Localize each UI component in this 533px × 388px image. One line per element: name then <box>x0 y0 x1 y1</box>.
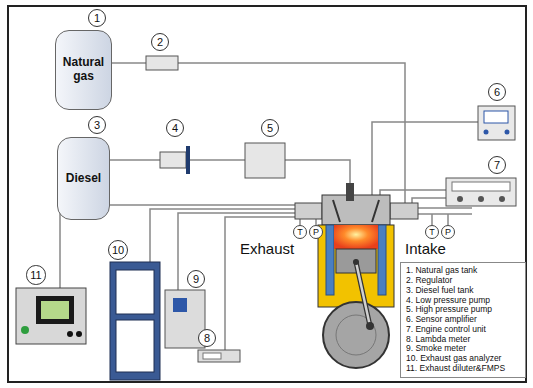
lambda-meter <box>198 350 240 362</box>
frame <box>8 6 526 382</box>
node-text: 11. Exhaust diluter&FMPS <box>406 364 505 374</box>
callout-number: 8 <box>198 329 216 347</box>
callout-number: 3 <box>88 116 106 134</box>
node-text: 9. Smoke meter <box>406 344 466 354</box>
node-text: 3. Diesel fuel tank <box>406 286 474 296</box>
node-text: 8. Lambda meter <box>406 335 470 345</box>
node-text: 5. High pressure pump <box>406 305 492 315</box>
node-text: 1 <box>94 12 100 24</box>
node-text: 6. Sensor amplifier <box>406 315 477 325</box>
callout-number: 1 <box>88 9 106 27</box>
callout-number: 6 <box>488 83 506 101</box>
node-text: 5 <box>267 122 273 134</box>
node-text: 6 <box>494 86 500 98</box>
key-box: 1. Natural gas tank2. Regulator3. Diesel… <box>400 262 526 378</box>
node-text: Diesel <box>66 172 101 186</box>
pressure-sensor: P <box>309 225 323 239</box>
node-text: 2 <box>157 36 163 48</box>
gas-analyzer <box>110 262 160 380</box>
callout-number: 2 <box>151 33 169 51</box>
diluter-screen <box>36 296 74 324</box>
node-text: 7 <box>494 159 500 171</box>
node-text: Natural gas <box>58 56 109 84</box>
callout-number: 10 <box>108 240 128 260</box>
low-pressure-pump <box>160 152 186 168</box>
node-text: 9 <box>193 273 199 285</box>
node-text: 10. Exhaust gas analyzer <box>406 354 501 364</box>
callout-number: 11 <box>26 265 45 284</box>
fuel-tank: Diesel <box>57 137 110 220</box>
node-text: 4. Low pressure pump <box>406 296 490 306</box>
node-text: 3 <box>94 119 100 131</box>
high-pressure-pump <box>245 143 285 178</box>
sensor-amplifier <box>478 106 515 140</box>
callout-number: 7 <box>488 156 506 174</box>
temperature-sensor: T <box>425 225 439 239</box>
node-text: P <box>445 227 451 237</box>
node-text: 8 <box>204 332 210 344</box>
node-text: T <box>429 227 435 237</box>
port-label: Exhaust <box>240 240 294 257</box>
amplifier-screen <box>484 111 508 123</box>
node-text: 4 <box>172 122 178 134</box>
callout-number: 9 <box>187 270 205 288</box>
pump-flange <box>186 146 190 174</box>
node-text: 10 <box>112 244 124 256</box>
engine-control-unit <box>446 178 516 206</box>
node-text: P <box>313 227 319 237</box>
callout-number: 4 <box>166 119 184 137</box>
callout-number: 5 <box>261 119 279 137</box>
node-text: T <box>297 227 303 237</box>
temperature-sensor: T <box>293 225 307 239</box>
port-label: Intake <box>405 240 446 257</box>
regulator <box>146 56 178 70</box>
pressure-sensor: P <box>441 225 455 239</box>
gas-tank: Natural gas <box>55 30 112 110</box>
exhaust-diluter <box>16 288 86 344</box>
node-text: 2. Regulator <box>406 276 452 286</box>
node-text: 7. Engine control unit <box>406 325 486 335</box>
node-text: 11 <box>30 269 41 281</box>
node-text: 1. Natural gas tank <box>406 266 477 276</box>
